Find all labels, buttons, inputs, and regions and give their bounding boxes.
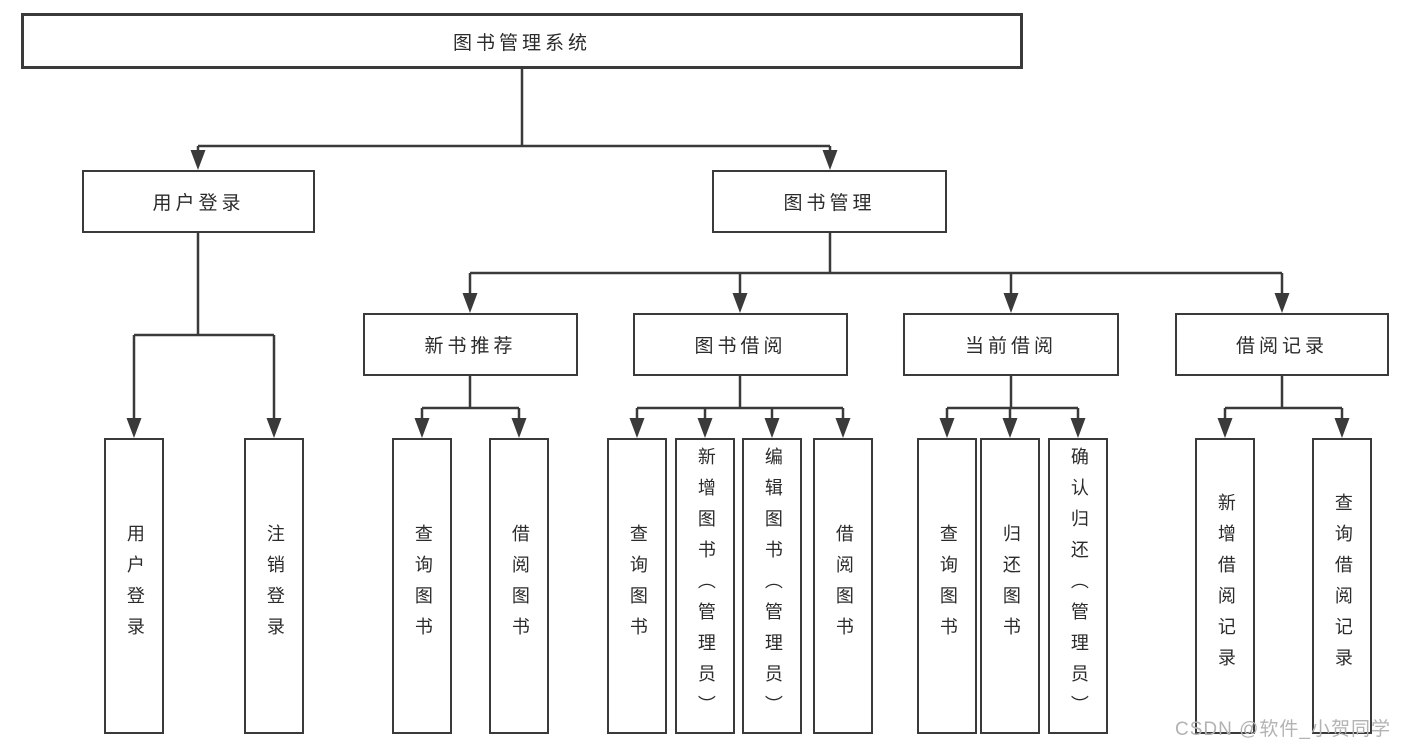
node-query-book-1: 查询图书 [392,438,452,734]
node-user-login-label: 用户登录 [152,193,245,214]
node-return-book: 归还图书 [980,438,1040,734]
node-current-borrow: 当前借阅 [903,313,1119,376]
node-logout-leaf-label: 注销登录 [264,524,285,648]
node-return-book-label: 归还图书 [1000,524,1021,648]
node-borrow-book-1-label: 借阅图书 [509,524,530,648]
node-borrow-book-2: 借阅图书 [813,438,873,734]
node-book-management-label: 图书管理 [783,193,876,214]
node-borrow-book-2-label: 借阅图书 [833,524,854,648]
node-login-leaf: 用户登录 [104,438,164,734]
node-edit-book-admin: 编辑图书（管理员） [742,438,802,734]
node-logout-leaf: 注销登录 [244,438,304,734]
node-add-book-admin-label: 新增图书（管理员） [695,446,716,726]
node-new-book-recommend-label: 新书推荐 [424,336,517,357]
watermark: CSDN @软件_小贺同学 [1175,719,1391,740]
node-edit-book-admin-label: 编辑图书（管理员） [762,446,783,726]
node-borrow-records-label: 借阅记录 [1235,336,1328,357]
node-query-book-3: 查询图书 [917,438,977,734]
node-borrow-records: 借阅记录 [1175,313,1389,376]
node-query-book-3-label: 查询图书 [937,524,958,648]
node-query-book-2-label: 查询图书 [627,524,648,648]
node-query-book-2: 查询图书 [607,438,667,734]
node-confirm-return-admin: 确认归还（管理员） [1048,438,1108,734]
node-book-management: 图书管理 [712,170,947,233]
node-add-book-admin: 新增图书（管理员） [675,438,735,734]
node-root: 图书管理系统 [21,13,1023,69]
arrowheads [126,150,1350,438]
node-current-borrow-label: 当前借阅 [964,336,1057,357]
tree-edges [132,69,1344,420]
node-query-book-1-label: 查询图书 [412,524,433,648]
node-add-borrow-record: 新增借阅记录 [1195,438,1255,734]
node-query-borrow-record: 查询借阅记录 [1312,438,1372,734]
node-user-login: 用户登录 [82,170,315,233]
node-root-label: 图书管理系统 [452,32,591,54]
node-borrow-book-1: 借阅图书 [489,438,549,734]
node-book-borrow-label: 图书借阅 [694,336,787,357]
node-query-borrow-record-label: 查询借阅记录 [1332,493,1353,679]
node-new-book-recommend: 新书推荐 [363,313,578,376]
node-login-leaf-label: 用户登录 [124,524,145,648]
node-book-borrow: 图书借阅 [633,313,848,376]
node-add-borrow-record-label: 新增借阅记录 [1215,493,1236,679]
node-confirm-return-admin-label: 确认归还（管理员） [1068,446,1089,726]
